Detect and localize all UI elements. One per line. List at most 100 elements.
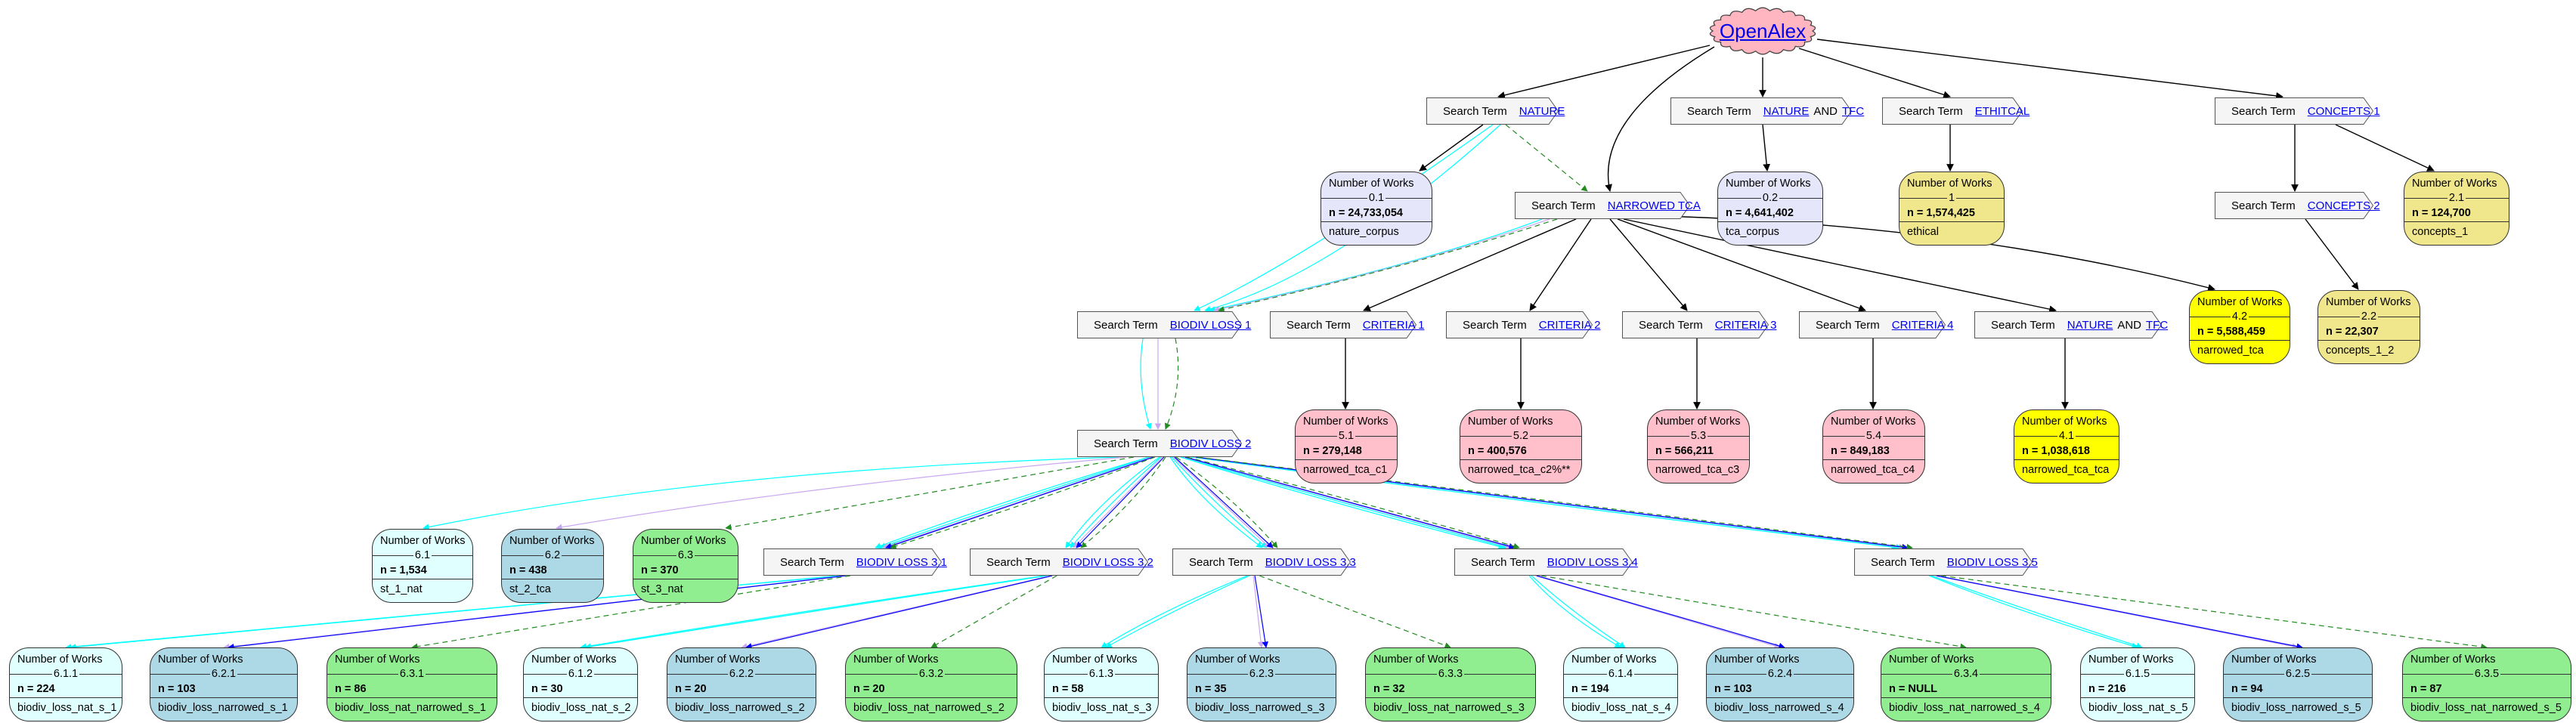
search-term-link[interactable]: BIODIV LOSS 3.3 xyxy=(1265,555,1356,569)
search-term-link[interactable]: CRITERIA 4 xyxy=(1891,318,1954,332)
works-count: n = 20 xyxy=(667,681,816,698)
works-dataset-name: narrowed_tca_c2%** xyxy=(1468,464,1571,476)
search-term-prefix: Search Term xyxy=(1443,104,1507,118)
works-count: n = 87 xyxy=(2403,681,2571,698)
search-term-prefix: Search Term xyxy=(1471,555,1535,569)
works-dataset-name: biodiv_loss_nat_narrowed_s_1 xyxy=(335,702,486,714)
edge-narrowed-tca-to-criteria3 xyxy=(1609,218,1688,311)
edge-biodiv32-to-w6-3-2 xyxy=(930,575,1057,648)
works-title: Number of Works xyxy=(531,653,617,666)
works-dataset-name: st_3_nat xyxy=(641,583,683,595)
edge-biodiv34-to-w6-1-4 xyxy=(1528,575,1621,648)
search-term-link[interactable]: NATURE xyxy=(1519,104,1565,118)
works-count: n = 35 xyxy=(1187,681,1336,698)
and-operator: AND xyxy=(1813,104,1838,118)
search-term-link[interactable]: NATURE xyxy=(1763,104,1810,118)
openalex-root-node: OpenAlex xyxy=(1707,5,1819,57)
edge-nature-to-narrowed-tca xyxy=(1505,124,1588,192)
search-term-link[interactable]: NATURE xyxy=(2067,318,2113,332)
search-term-link[interactable]: TFC xyxy=(2146,318,2169,332)
edge-concepts2-to-w2-2 xyxy=(2305,218,2359,290)
works-id: 6.3.3 xyxy=(1436,668,1465,680)
works-dataset-name: biodiv_loss_nat_narrowed_s_4 xyxy=(1889,702,2040,714)
search-term-link[interactable]: ETHITCAL xyxy=(1974,104,2030,118)
search-term-link[interactable]: BIODIV LOSS 3.2 xyxy=(1062,555,1153,569)
search-term-link[interactable]: TFC xyxy=(1842,104,1865,118)
edge-biodiv34-to-w6-2-4 xyxy=(1536,575,1785,649)
edge-narrowed-tca-to-biodiv1 xyxy=(1218,218,1558,313)
search-term-nature: Search Term NATURE xyxy=(1426,97,1565,125)
edge-biodiv1-to-biodiv2 xyxy=(1140,338,1152,430)
edge-biodiv2-to-biodiv32 xyxy=(1073,456,1163,548)
edge-biodiv34-to-w6-2-4 xyxy=(1534,575,1781,649)
search-term-link[interactable]: BIODIV LOSS 3.5 xyxy=(1946,555,2038,569)
works-dataset-name: biodiv_loss_narrowed_s_1 xyxy=(158,702,288,714)
works-dataset-name: biodiv_loss_narrowed_s_3 xyxy=(1195,702,1325,714)
edge-biodiv33-to-w6-1-3 xyxy=(1105,575,1250,648)
search-term-link[interactable]: BIODIV LOSS 3.1 xyxy=(856,555,947,569)
edge-narrowed-tca-to-biodiv1 xyxy=(1209,218,1543,313)
search-term-biodiv2: Search Term BIODIV LOSS 2 xyxy=(1077,430,1251,457)
works-count: n = 32 xyxy=(1366,681,1535,698)
search-term-prefix: Search Term xyxy=(1286,318,1351,332)
works-dataset-name: biodiv_loss_narrowed_s_4 xyxy=(1714,702,1844,714)
works-title: Number of Works xyxy=(1714,653,1800,666)
works-title: Number of Works xyxy=(1726,178,1811,190)
works-count: n = NULL xyxy=(1881,681,2051,698)
tag-shape xyxy=(1446,311,1593,338)
edge-root-to-ethical xyxy=(1798,48,1951,98)
edge-biodiv2-to-biodiv31 xyxy=(882,456,1153,549)
works-count: n = 124,700 xyxy=(2404,205,2509,222)
search-term-biodiv34: Search Term BIODIV LOSS 3.4 xyxy=(1454,548,1638,576)
works-count: n = 566,211 xyxy=(1648,443,1749,460)
works-count: n = 849,183 xyxy=(1823,443,1924,460)
works-title: Number of Works xyxy=(158,653,243,666)
search-term-link[interactable]: BIODIV LOSS 2 xyxy=(1169,437,1252,450)
search-term-prefix: Search Term xyxy=(1094,437,1158,450)
openalex-link[interactable]: OpenAlex xyxy=(1719,19,1807,42)
works-count: n = 194 xyxy=(1564,681,1677,698)
search-term-link[interactable]: CONCEPTS 1 xyxy=(2307,104,2380,118)
edge-biodiv33-to-w6-2-3 xyxy=(1252,575,1265,648)
works-title: Number of Works xyxy=(1303,416,1389,428)
works-title: Number of Works xyxy=(2197,296,2283,308)
search-term-link[interactable]: CRITERIA 3 xyxy=(1714,318,1777,332)
search-term-prefix: Search Term xyxy=(1189,555,1253,569)
works-count: n = 400,576 xyxy=(1460,443,1581,460)
tag-shape xyxy=(763,548,942,576)
works-count: n = 216 xyxy=(2081,681,2194,698)
search-term-link[interactable]: NARROWED TCA xyxy=(1607,199,1701,212)
search-term-link[interactable]: BIODIV LOSS 3.4 xyxy=(1547,555,1638,569)
works-title: Number of Works xyxy=(1655,416,1741,428)
search-term-link[interactable]: BIODIV LOSS 1 xyxy=(1169,318,1252,332)
works-title: Number of Works xyxy=(641,535,726,547)
edge-biodiv2-to-biodiv33 xyxy=(1174,456,1274,548)
works-id: 6.1 xyxy=(413,549,432,561)
search-term-link[interactable]: CRITERIA 2 xyxy=(1538,318,1601,332)
tag-shape xyxy=(1622,311,1769,338)
search-term-link[interactable]: CRITERIA 1 xyxy=(1362,318,1425,332)
works-title: Number of Works xyxy=(675,653,760,666)
edge-biodiv2-to-biodiv35 xyxy=(1190,456,1898,551)
works-id: 6.1.1 xyxy=(51,668,80,680)
search-term-link[interactable]: CONCEPTS 2 xyxy=(2307,199,2380,212)
tag-shape xyxy=(1854,548,2033,576)
works-id: 6.1.2 xyxy=(566,668,595,680)
works-id: 6.2.1 xyxy=(209,668,238,680)
